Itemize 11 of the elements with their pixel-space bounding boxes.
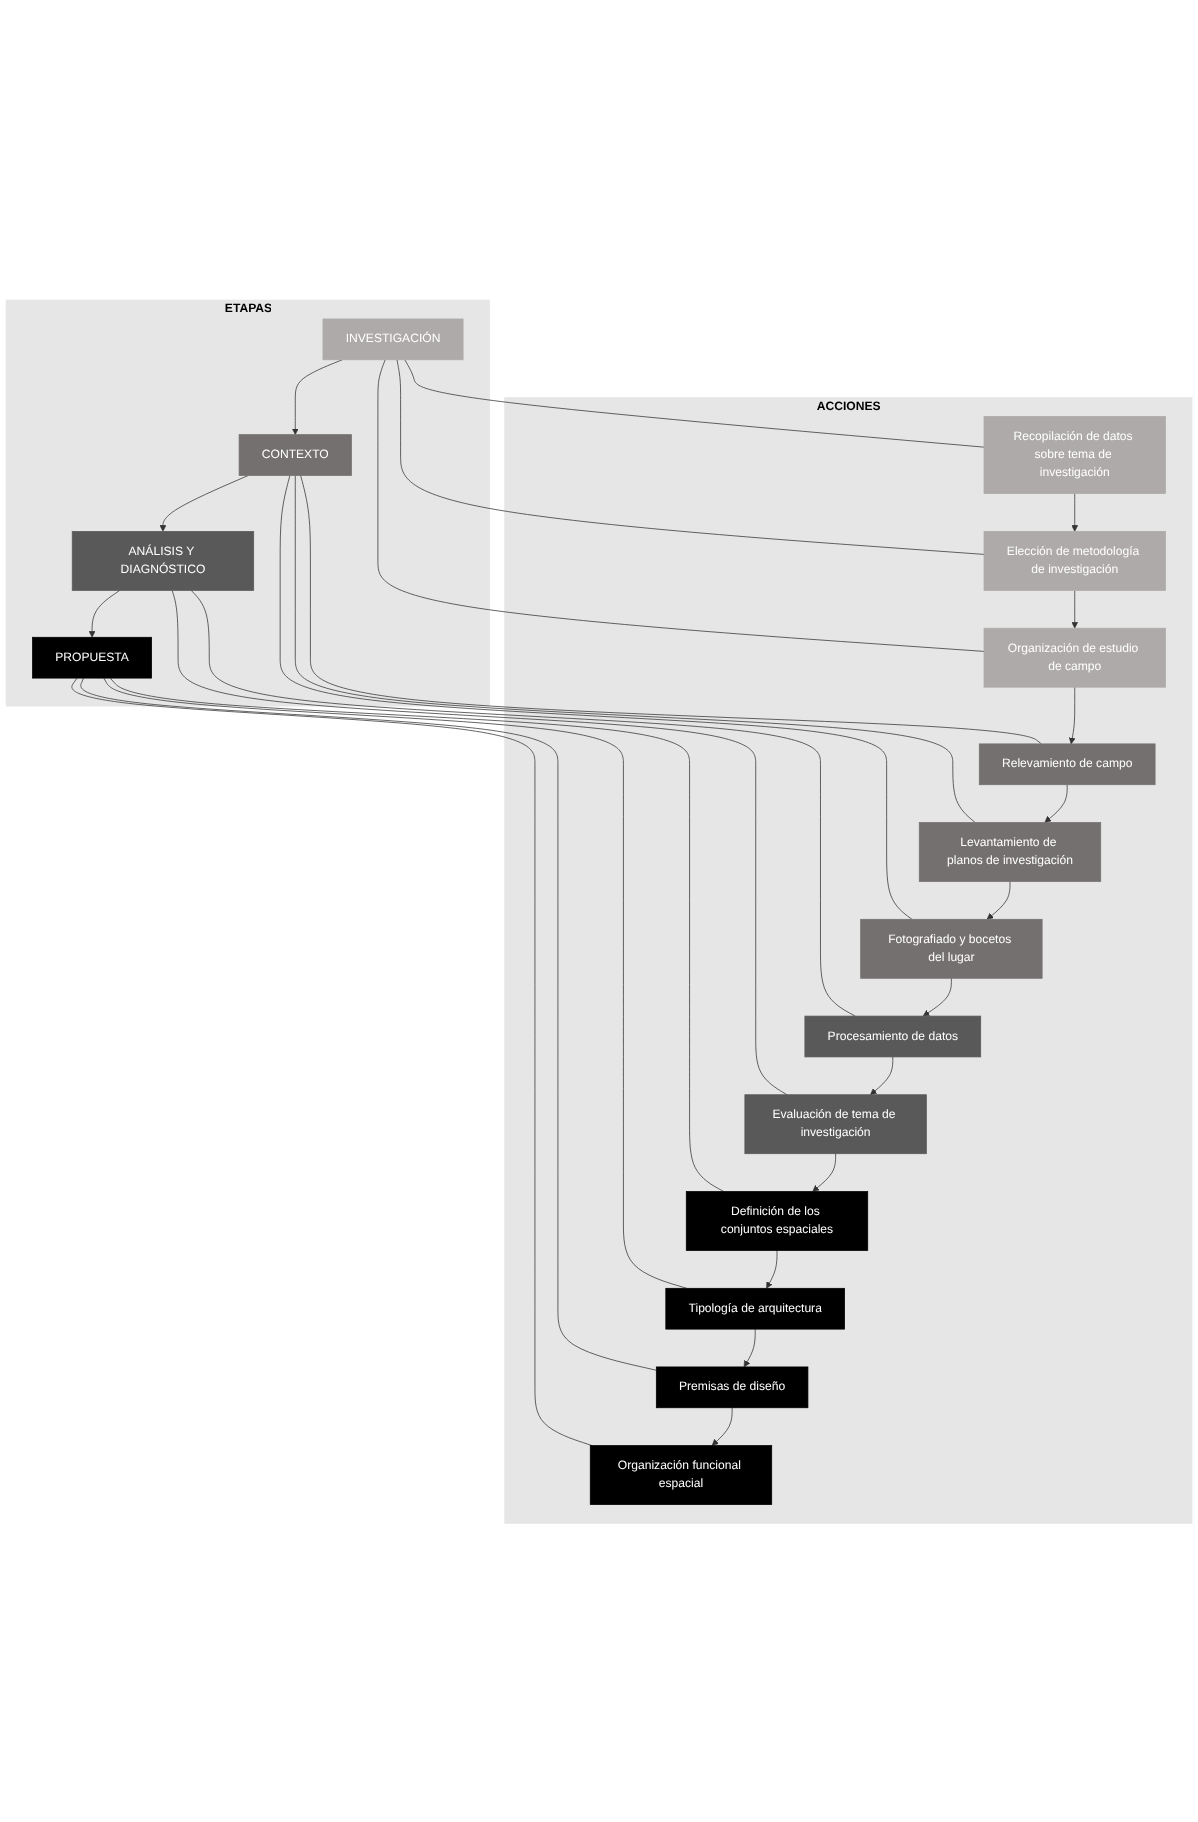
connector [404,358,985,447]
connector [109,677,725,1192]
connector [71,677,593,1446]
connector [294,474,976,823]
connector [279,474,913,919]
connector [171,589,788,1095]
connector [377,358,985,651]
connector [300,474,1042,744]
connector [396,358,985,555]
connector [190,589,856,1016]
connector [80,677,657,1370]
